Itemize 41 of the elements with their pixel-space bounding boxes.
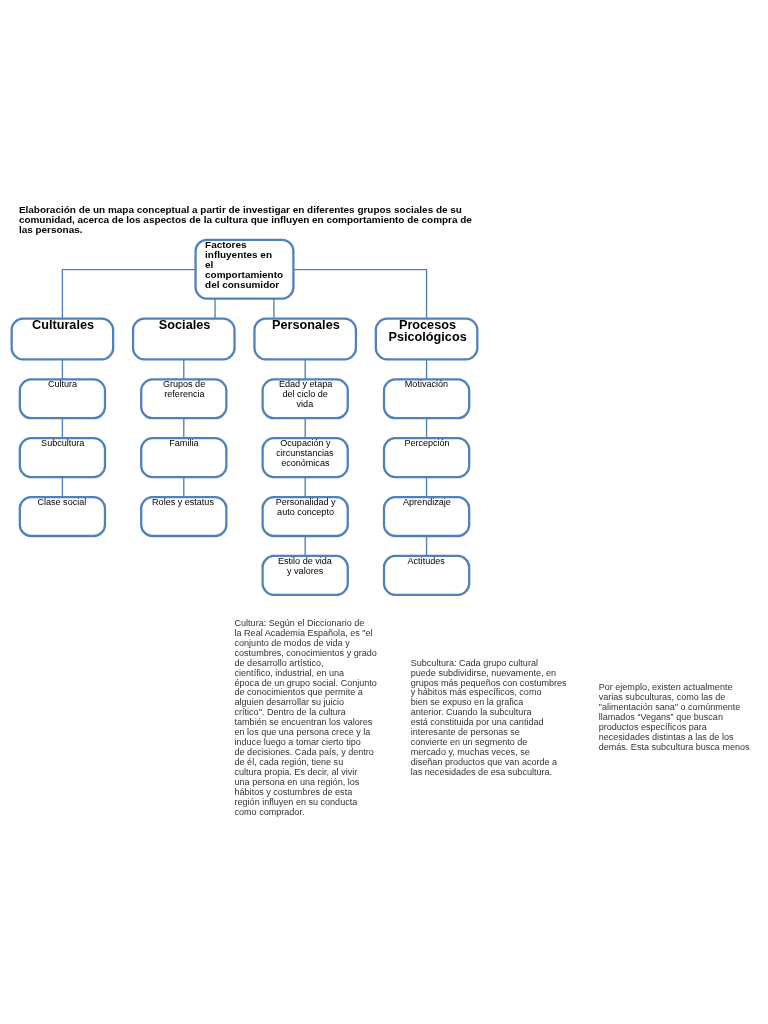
connector (304, 417, 306, 439)
connector (304, 476, 306, 498)
node-box: Clase social (18, 495, 107, 538)
connector (273, 298, 275, 319)
diagram-title: Elaboración de un mapa conceptual a partir de investigar en diferentes grupos sociales de su comunidad, acerca de los aspectos de la cultura que influyen en comportamiento de compra de las personas. (18, 204, 472, 236)
node-box: Sociales (131, 317, 236, 361)
connector (425, 358, 428, 380)
node-box: Edad y etapa del ciclo de vida (261, 378, 349, 420)
node-box: Familia (140, 437, 228, 479)
node-box: Actitudes (382, 554, 471, 596)
label: Subcultura: Cada grupo cultural puede subdividirse, nuevamente, en grupos más pequeños con costumbres y hábitos más específicos, como bien se expuso en la grafica anterior. Cuando la subcultura está constituida por una cantidad interesante de personas se convierte en un segmento de mercado y, muchas veces, se diseñan productos que van acorde a las necesidades de esa subcultura. (410, 657, 567, 778)
connector (183, 358, 185, 380)
connector (61, 358, 64, 380)
node-box: Culturales (10, 317, 115, 361)
node-box: Factores influyentes en el comportamiento del consumidor (194, 238, 295, 300)
node-box: Motivación (382, 378, 471, 420)
connector (61, 269, 197, 320)
connector (425, 535, 428, 557)
node-box: Ocupación y circunstancias económicas (261, 437, 349, 479)
node-box: Aprendizaje (382, 495, 471, 538)
node-box: Estilo de vida y valores (261, 554, 349, 596)
node-box: Percepción (382, 437, 471, 479)
connector (425, 417, 428, 439)
node-box: Personalidad y auto concepto (261, 495, 349, 538)
connector (214, 298, 216, 319)
connector (61, 417, 64, 439)
node-box: Personales (253, 317, 358, 361)
connector (425, 476, 428, 498)
connector (304, 535, 306, 557)
node-box: Subcultura (18, 437, 107, 479)
connector (183, 476, 185, 498)
connector (183, 417, 185, 439)
label: Cultura: Según el Diccionario de la Real Academia Española, es "el conjunto de modos de vida y costumbres, conocimientos y grado de desarrollo artístico, científico, industrial, en una época de un grupo social. Conjunto de conocimientos que permite a alguien desarrollar su juicio crítico". Dentro de la cultura también se encuentran los valores en los que una persona crece y la induce luego a tomar cierto tipo de decisiones. Cada país, y dentro de él, cada región, tiene su cultura propia. Es decir, al vivir una persona en una región, los hábitos y costumbres de esta región influyen en su conducta como comprador. (234, 617, 377, 818)
node-box: Roles y estatus (140, 495, 228, 538)
node-box: Grupos de referencia (140, 378, 228, 420)
connector (61, 476, 64, 498)
node-box: Cultura (18, 378, 107, 420)
connector (292, 269, 428, 320)
label: Por ejemplo, existen actualmente varias subculturas, como las de "alimentación sana" o comúnmente llamados “Vegans” que buscan productos específicos para necesidades distintas a las de los demás. Esta subcultura busca menos (598, 682, 750, 753)
connector (304, 358, 306, 380)
node-box: Procesos Psicológicos (374, 317, 479, 361)
